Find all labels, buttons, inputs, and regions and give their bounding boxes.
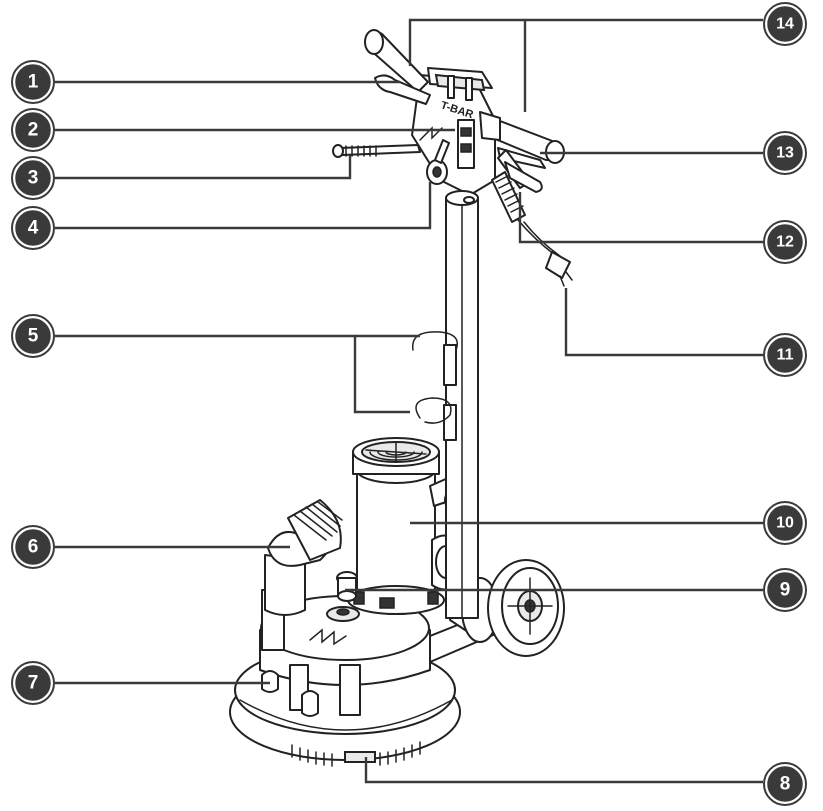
leader-5a: [55, 334, 410, 414]
callout-13: 13: [763, 131, 807, 175]
leader-14: [408, 18, 763, 112]
callout-8-label: 8: [780, 774, 791, 795]
callout-8: 8: [763, 762, 807, 806]
machine-illustration: [229, 29, 573, 767]
callout-4-label: 4: [28, 218, 39, 239]
callout-6-label: 6: [28, 537, 39, 558]
callout-3-label: 3: [28, 168, 39, 189]
cord-hooks: [412, 331, 458, 424]
handle-tube: [443, 197, 479, 619]
vacuum-port-elbow: [264, 499, 343, 616]
callout-7-label: 7: [28, 673, 39, 694]
leader-11: [564, 288, 763, 357]
t-handle-grips: [364, 29, 565, 164]
wheel: [487, 559, 565, 657]
callout-12-label: 12: [776, 234, 794, 251]
callout-2-label: 2: [28, 120, 39, 141]
handle-head: [411, 67, 496, 206]
callout-14: 14: [763, 2, 807, 46]
motor: [347, 437, 445, 615]
right-lever: [497, 147, 546, 193]
leader-8: [364, 757, 763, 784]
callout-11: 11: [763, 333, 807, 377]
callout-12: 12: [763, 220, 807, 264]
leader-3: [55, 155, 352, 180]
callout-10: 10: [763, 501, 807, 545]
callout-1: 1: [11, 60, 55, 104]
power-cord: [491, 171, 573, 287]
cable-arm: [332, 144, 421, 158]
callout-9-label: 9: [780, 580, 791, 601]
callout-3: 3: [11, 156, 55, 200]
callout-9: 9: [763, 568, 807, 612]
motor-knob: [336, 571, 358, 602]
callout-5: 5: [11, 314, 55, 358]
callout-11-label: 11: [777, 347, 794, 364]
leader-lines: [55, 18, 763, 784]
callout-13-label: 13: [776, 145, 794, 162]
callout-1-label: 1: [28, 72, 39, 93]
callout-14-label: 14: [776, 16, 794, 33]
callout-2: 2: [11, 108, 55, 152]
leader-4: [55, 182, 432, 230]
callout-5-label: 5: [28, 326, 39, 347]
callout-7: 7: [11, 661, 55, 705]
callout-4: 4: [11, 206, 55, 250]
callout-10-label: 10: [776, 515, 794, 532]
leader-12: [518, 192, 763, 244]
callout-6: 6: [11, 525, 55, 569]
